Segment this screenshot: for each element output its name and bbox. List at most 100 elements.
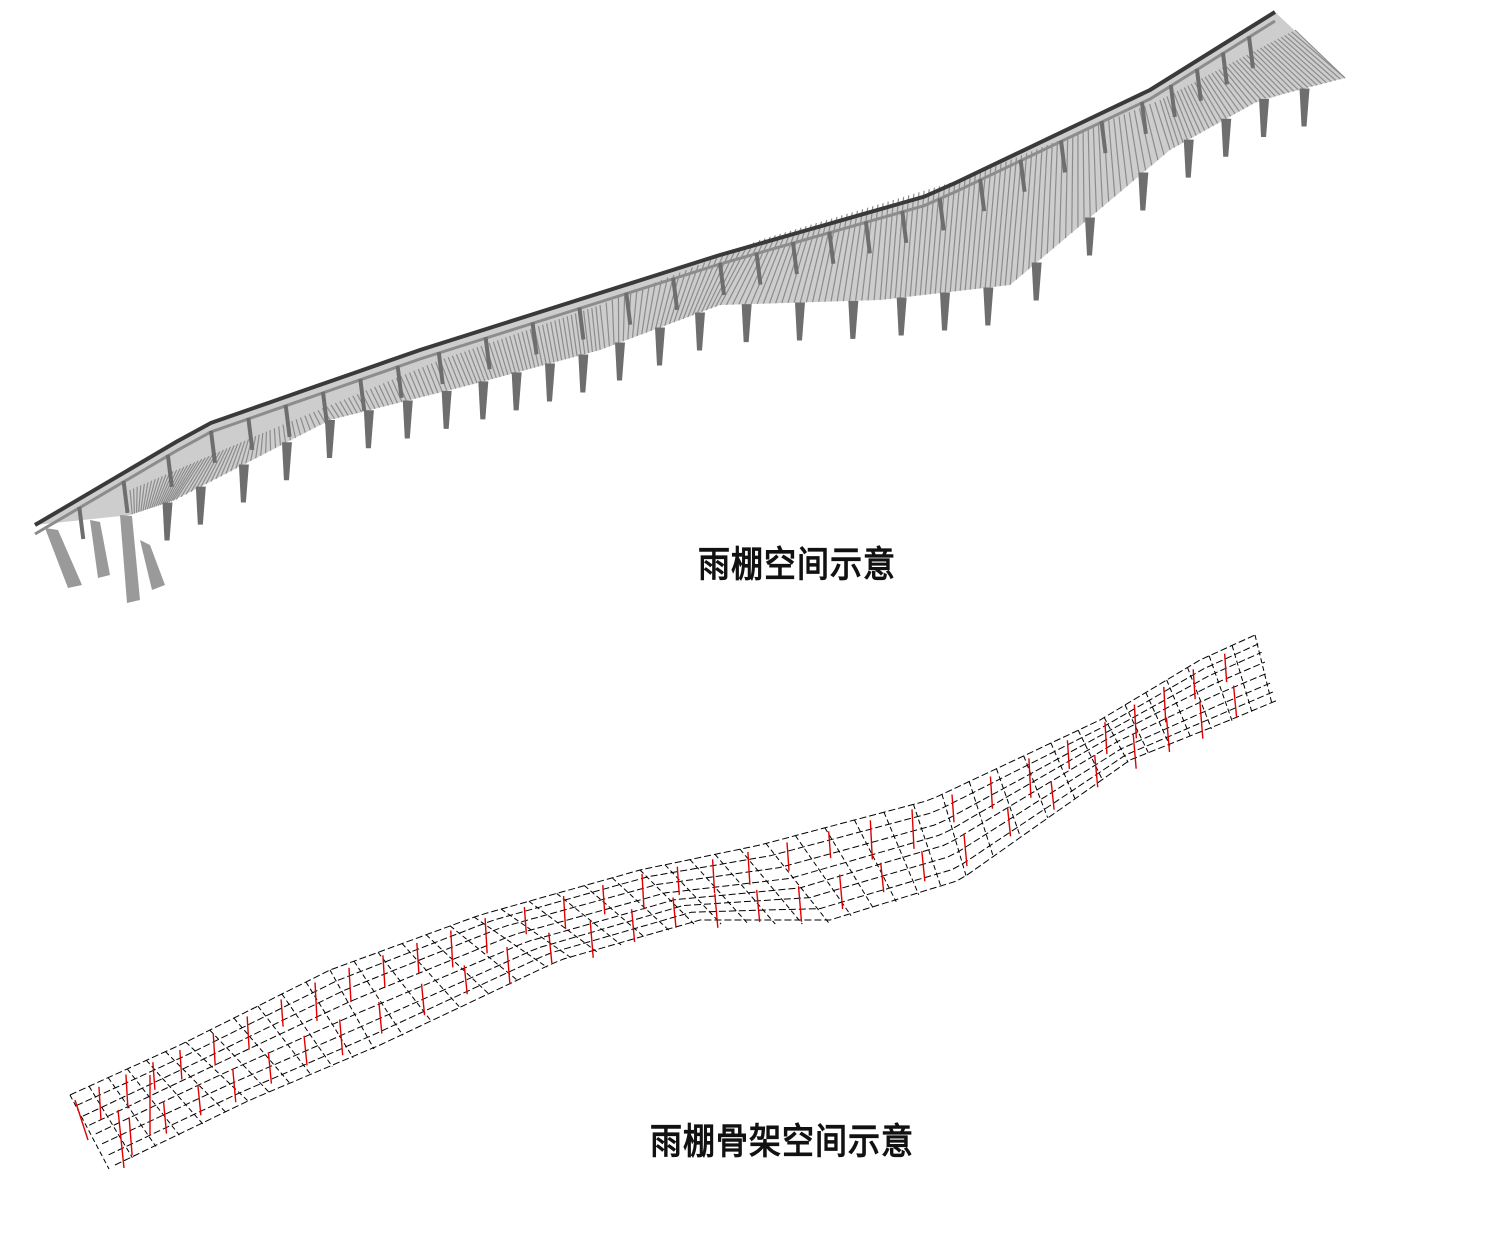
canopy-slat	[1176, 90, 1197, 136]
canopy-slat	[343, 399, 354, 415]
canopy-slat	[308, 413, 316, 428]
skeleton-rib	[233, 1017, 292, 1085]
canopy-slat	[1277, 38, 1327, 84]
canopy-slat	[570, 314, 578, 357]
canopy-slat	[1294, 29, 1346, 79]
skeleton-rib	[401, 943, 461, 1009]
canopy-slat	[282, 424, 287, 444]
canopy-slat	[582, 310, 590, 354]
end-support	[120, 515, 140, 603]
canopy-slat	[313, 411, 321, 426]
edge-column	[695, 312, 705, 351]
skeleton-column	[1232, 685, 1238, 717]
canopy-slat	[756, 232, 787, 305]
canopy-slat	[1259, 47, 1304, 90]
canopy-slat	[1253, 51, 1295, 92]
skeleton-column	[1104, 722, 1108, 755]
canopy-slat	[964, 173, 976, 291]
canopy-slat	[1159, 99, 1176, 148]
canopy-slat	[155, 472, 171, 507]
skeleton-column	[1050, 781, 1055, 810]
ridge-column	[1059, 140, 1068, 173]
skeleton-rib	[1208, 655, 1233, 721]
canopy-slat	[1207, 74, 1236, 115]
skeleton-rib	[281, 993, 333, 1067]
skeleton-column	[1165, 717, 1171, 753]
skeleton-rib	[107, 1077, 157, 1147]
canopy-slat	[1040, 145, 1048, 259]
canopy-slat	[317, 409, 326, 423]
skeleton-column	[880, 862, 885, 893]
canopy-slat	[668, 269, 687, 325]
skeleton-column	[911, 809, 915, 849]
ridge-column	[121, 480, 130, 514]
ridge-column	[671, 277, 680, 311]
end-support	[90, 520, 110, 578]
ridge-column	[1246, 36, 1255, 69]
edge-column	[615, 342, 625, 381]
canopy-slat	[1266, 43, 1313, 87]
canopy-slat	[1242, 56, 1281, 96]
edge-column	[655, 327, 665, 366]
canopy-slat	[496, 340, 509, 375]
edge-column	[402, 400, 413, 439]
canopy-slat	[884, 199, 894, 300]
skeleton-member	[114, 699, 1279, 1166]
canopy-slat	[129, 489, 133, 515]
canopy-slat	[464, 351, 478, 384]
canopy-slat	[738, 236, 771, 305]
canopy-slat	[200, 451, 221, 487]
canopy-slat	[954, 177, 966, 292]
canopy-slat	[382, 383, 394, 405]
skeleton-column	[676, 866, 680, 895]
ridge-column	[77, 506, 86, 540]
edge-column	[1221, 118, 1232, 157]
canopy-slat	[142, 482, 149, 511]
ridge-column	[1168, 84, 1177, 118]
canopy-slat	[509, 335, 520, 372]
canopy-slat	[605, 302, 611, 347]
canopy-slat	[994, 161, 1007, 287]
canopy-slat	[934, 184, 946, 294]
canopy-slat	[138, 485, 142, 513]
canopy-slat	[422, 366, 434, 395]
canopy-slat	[775, 227, 802, 304]
canopy-slat	[659, 274, 675, 328]
canopy-slat	[1235, 60, 1271, 98]
canopy-space-caption: 雨棚空间示意	[698, 542, 897, 586]
skeleton-rib	[714, 854, 776, 925]
canopy-slat	[391, 379, 403, 403]
canopy-slat	[172, 460, 199, 501]
canopy-slat	[591, 307, 597, 352]
canopy-slat	[235, 440, 246, 469]
canopy-slat	[521, 331, 532, 369]
canopy-slat	[1046, 143, 1053, 254]
canopy-slat	[304, 415, 311, 431]
canopy-slat	[611, 299, 615, 345]
canopy-slat	[1004, 157, 1018, 286]
canopy-slat	[260, 433, 264, 456]
skeleton-column	[450, 930, 454, 968]
edge-column	[281, 442, 292, 481]
skeleton-rib	[146, 1059, 204, 1125]
skeleton-rib	[1187, 667, 1212, 730]
canopy-slat	[654, 277, 669, 330]
skeleton-column	[416, 942, 420, 973]
canopy-slat	[725, 239, 761, 306]
skeleton-column	[630, 909, 636, 943]
edge-column	[511, 372, 522, 411]
canopy-slat	[387, 381, 399, 404]
canopy-slat	[1128, 112, 1141, 176]
canopy-slat	[190, 454, 214, 492]
skeleton-column	[1094, 755, 1099, 788]
edge-column	[441, 390, 452, 429]
skeleton-column	[921, 850, 926, 882]
canopy-slat	[1009, 155, 1023, 285]
canopy-slat	[146, 479, 156, 510]
edge-column	[1085, 217, 1095, 256]
canopy-slat	[673, 267, 693, 323]
canopy-slat	[1287, 33, 1341, 80]
canopy-slat	[140, 483, 145, 512]
skeleton-rib	[257, 1005, 312, 1076]
canopy-slat	[1154, 101, 1171, 151]
